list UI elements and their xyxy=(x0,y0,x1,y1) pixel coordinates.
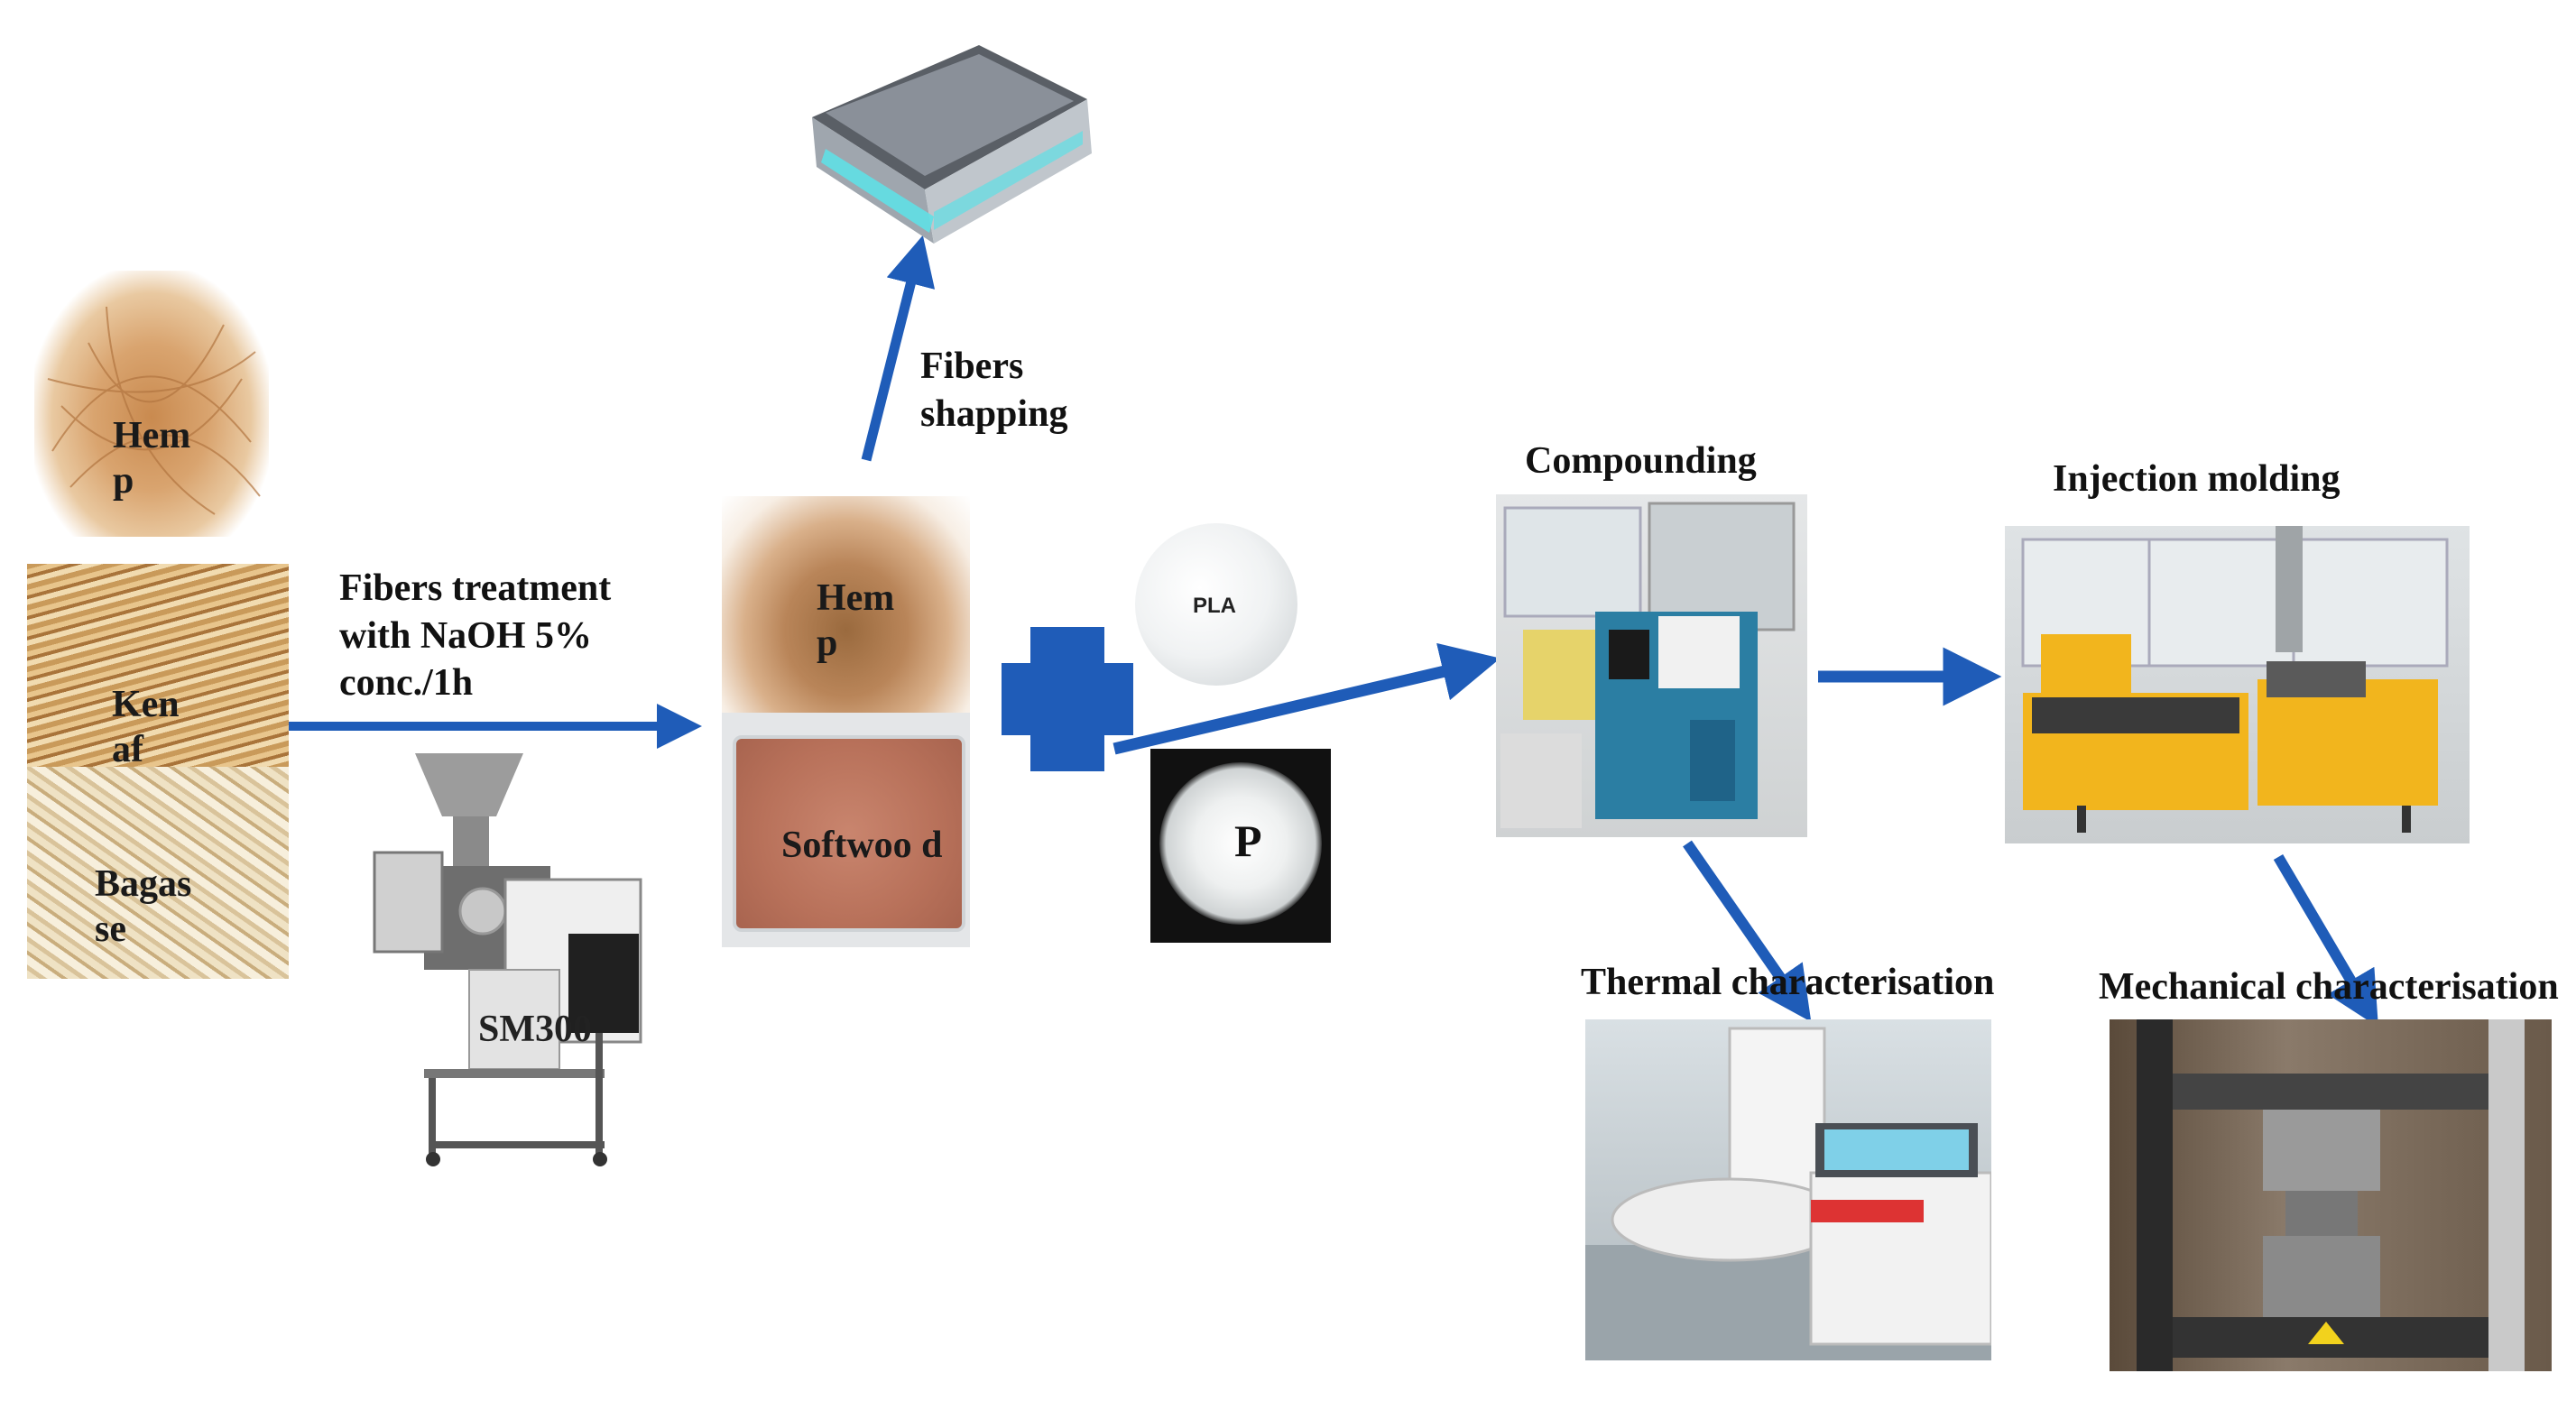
softwood-powder-photo xyxy=(722,713,970,947)
shaping-line-1: Fibers xyxy=(920,346,1024,387)
hemp-fiber-label: Hem p xyxy=(113,415,191,502)
kenaf-fiber-photo xyxy=(27,564,289,767)
mill-label: SM300 xyxy=(478,1009,592,1050)
kenaf-fiber-label: Ken af xyxy=(112,684,180,771)
pla-label: PLA xyxy=(1193,594,1236,618)
plus-icon xyxy=(1002,627,1133,771)
compounding-photo xyxy=(1496,494,1807,837)
mill-illustration xyxy=(373,753,642,1166)
compounding-title: Compounding xyxy=(1525,440,1757,482)
hemp-fiber-strands xyxy=(47,306,261,515)
thermal-title: Thermal characterisation xyxy=(1581,962,1995,1003)
treatment-line-2: with NaOH 5% xyxy=(339,614,593,657)
treatment-line-3: conc./1h xyxy=(339,662,474,704)
pp-pellet-pile xyxy=(1159,762,1322,925)
arrow-to-compounding xyxy=(1113,642,1500,755)
pp-label: P xyxy=(1234,816,1262,866)
bagasse-fiber-photo xyxy=(27,767,289,979)
arrow-shaping xyxy=(861,235,936,462)
mechanical-title: Mechanical characterisation xyxy=(2099,966,2559,1008)
pp-pellets-photo xyxy=(1150,749,1331,943)
arrow-to-mechanical xyxy=(2273,853,2378,1028)
injection-title: Injection molding xyxy=(2053,458,2341,500)
bagasse-fiber-label: Bagas se xyxy=(95,863,192,951)
treatment-line-1: Fibers treatment xyxy=(339,567,612,609)
hemp-powder-label: Hem p xyxy=(817,577,895,665)
hemp-powder-photo xyxy=(722,496,970,713)
thermal-photo xyxy=(1585,1019,1991,1360)
pla-pellets-photo xyxy=(1135,523,1297,686)
arrow-to-thermal xyxy=(1683,840,1812,1022)
hemp-fiber-photo xyxy=(34,271,269,537)
scanner-icon xyxy=(799,27,1096,253)
injection-photo xyxy=(2005,526,2470,843)
shaping-line-2: shapping xyxy=(920,392,1068,435)
mill-machine xyxy=(370,744,650,1168)
treatment-label: Fibers treatment with NaOH 5% conc./1h xyxy=(339,565,611,707)
softwood-tray xyxy=(733,735,965,932)
shaping-label: Fibers shapping xyxy=(920,343,1067,438)
mechanical-photo xyxy=(2110,1019,2552,1371)
softwood-powder-label: Softwoo d xyxy=(781,825,943,866)
